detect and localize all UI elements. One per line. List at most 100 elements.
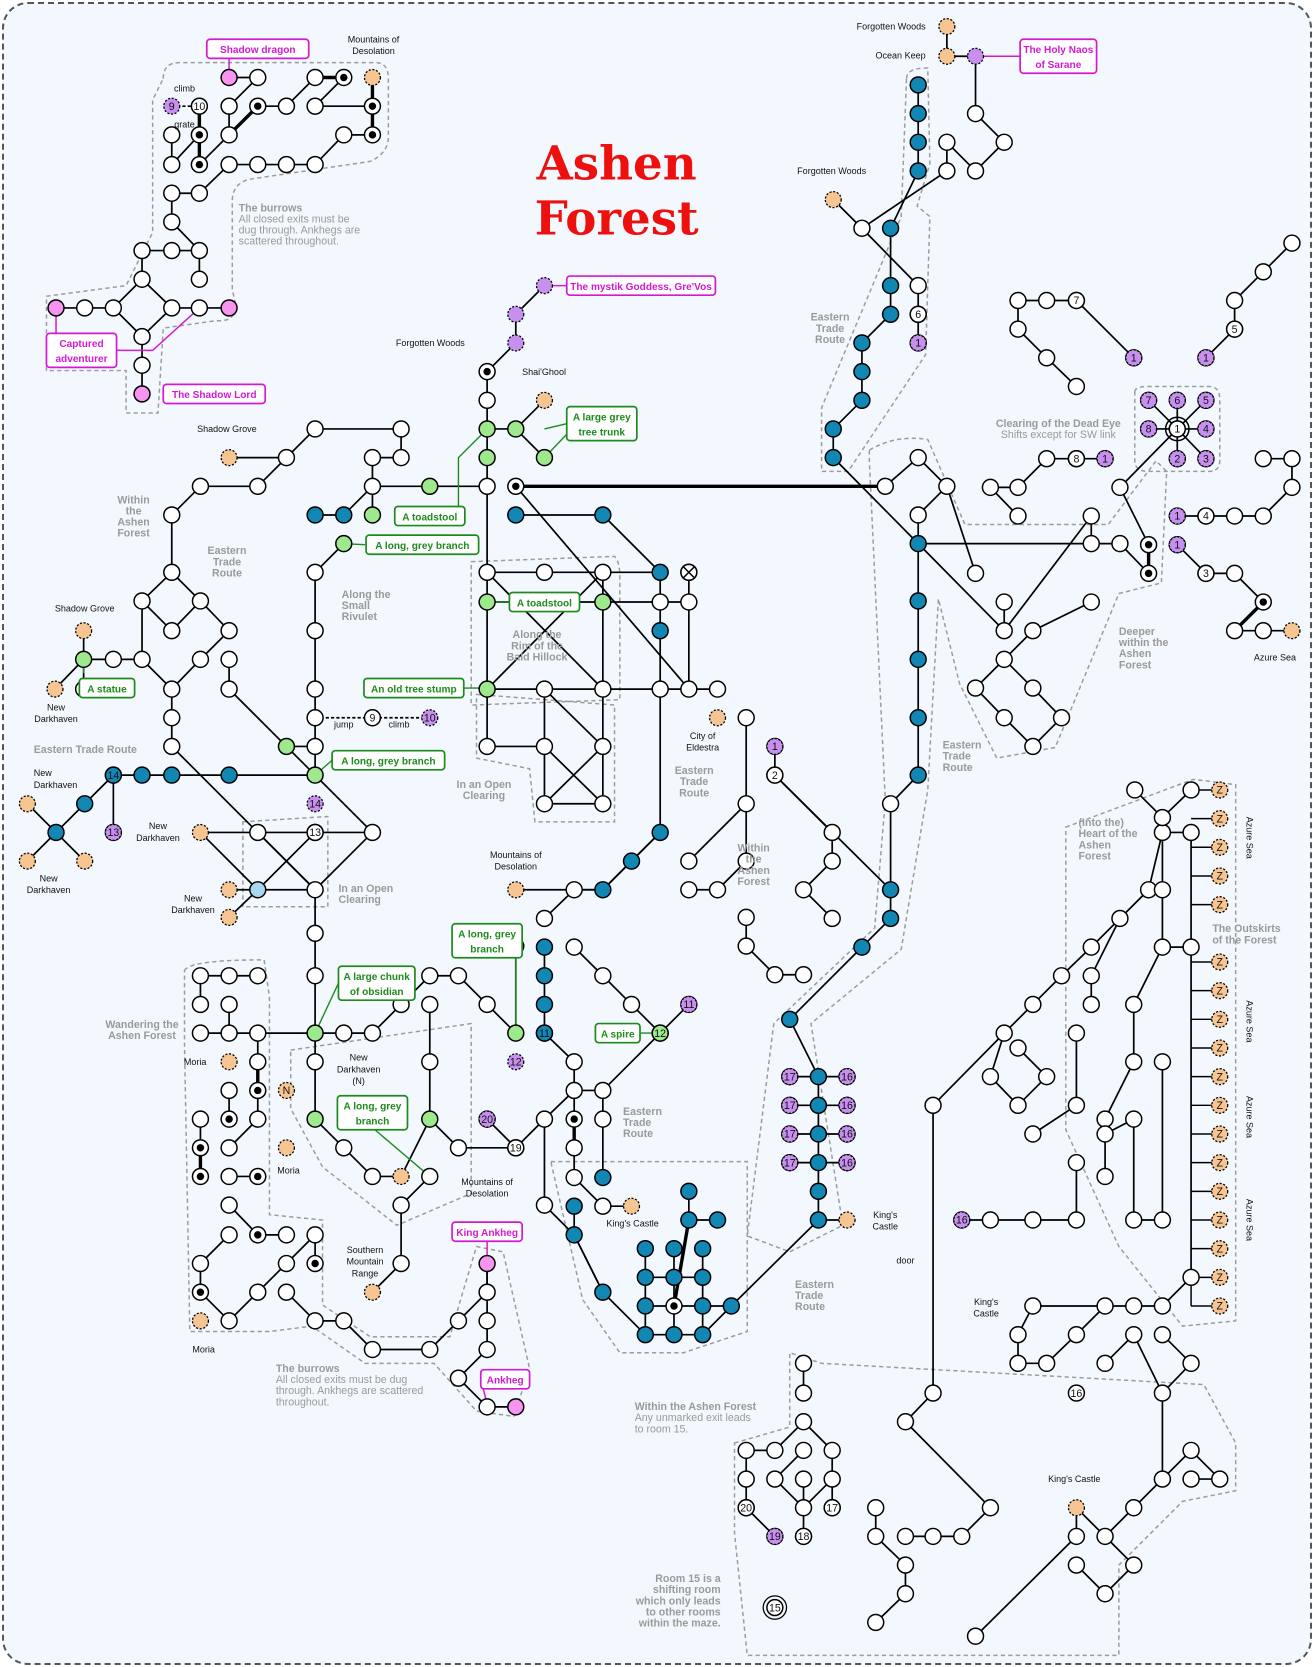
room-node[interactable] <box>133 327 151 346</box>
room-node[interactable] <box>1067 1384 1086 1402</box>
road-room-node[interactable] <box>853 938 871 956</box>
link-room-node[interactable] <box>781 1125 799 1143</box>
room-node[interactable] <box>163 563 181 582</box>
room-node[interactable] <box>938 477 956 496</box>
room-node[interactable] <box>421 967 439 985</box>
area-exit-node[interactable] <box>938 17 956 36</box>
room-node[interactable] <box>1067 1153 1086 1172</box>
road-room-node[interactable] <box>881 305 900 323</box>
area-exit-node[interactable] <box>220 908 238 926</box>
room-node[interactable] <box>924 1096 942 1115</box>
room-node[interactable] <box>1125 1053 1143 1071</box>
road-room-node[interactable] <box>909 592 927 610</box>
road-room-node[interactable] <box>507 506 525 524</box>
room-node[interactable] <box>1037 1067 1056 1086</box>
room-node[interactable] <box>876 477 894 496</box>
road-room-node[interactable] <box>651 621 669 640</box>
room-node[interactable] <box>1125 1499 1143 1517</box>
room-node[interactable] <box>1096 1110 1114 1128</box>
room-node[interactable] <box>1111 534 1129 553</box>
room-node[interactable] <box>565 938 583 956</box>
area-exit-node[interactable] <box>75 622 93 640</box>
room-node[interactable] <box>737 908 755 927</box>
room-node[interactable] <box>306 1312 324 1330</box>
room-node[interactable] <box>277 1254 296 1273</box>
area-exit-node[interactable] <box>277 1139 296 1157</box>
room-node[interactable] <box>794 1527 813 1546</box>
room-node[interactable] <box>1153 1325 1172 1344</box>
room-node[interactable] <box>277 97 296 115</box>
room-node[interactable] <box>594 1197 612 1215</box>
area-exit-node[interactable] <box>76 852 94 870</box>
link-room-node[interactable] <box>781 1096 799 1114</box>
room-node[interactable] <box>535 795 554 813</box>
room-node[interactable] <box>220 1167 238 1186</box>
road-room-node[interactable] <box>636 1325 655 1344</box>
room-node[interactable] <box>1182 1441 1200 1460</box>
item-room-node[interactable] <box>594 593 612 611</box>
room-node[interactable] <box>1153 808 1172 827</box>
room-node[interactable] <box>737 1441 755 1460</box>
room-node[interactable] <box>1009 1039 1027 1057</box>
room-node[interactable] <box>220 1196 238 1214</box>
road-room-node[interactable] <box>824 448 842 467</box>
room-node[interactable] <box>421 995 439 1014</box>
room-node[interactable] <box>1126 781 1144 799</box>
room-node[interactable] <box>220 126 238 144</box>
room-node[interactable] <box>163 709 181 727</box>
link-room-node[interactable] <box>781 1154 799 1172</box>
area-exit-node[interactable] <box>220 1053 238 1071</box>
room-node[interactable] <box>981 478 1000 497</box>
room-node[interactable] <box>1096 1297 1114 1315</box>
road-room-node[interactable] <box>651 823 669 842</box>
room-node[interactable] <box>1037 1354 1056 1373</box>
area-exit-node[interactable] <box>220 881 238 899</box>
road-room-node[interactable] <box>809 1153 828 1172</box>
link-room-node[interactable] <box>507 305 525 323</box>
link-room-node[interactable] <box>163 97 181 115</box>
room-node[interactable] <box>306 967 324 985</box>
room-node[interactable] <box>909 506 927 524</box>
room-node[interactable] <box>1082 593 1100 611</box>
road-room-node[interactable] <box>133 766 151 784</box>
road-room-node[interactable] <box>47 823 65 842</box>
area-exit-node[interactable] <box>1211 1297 1229 1315</box>
area-exit-node[interactable] <box>824 191 842 209</box>
room-node[interactable] <box>1037 349 1056 367</box>
item-room-node[interactable] <box>306 766 324 784</box>
room-node[interactable] <box>594 795 612 813</box>
link-room-node[interactable] <box>535 277 554 295</box>
room-node[interactable] <box>909 276 927 295</box>
area-exit-node[interactable] <box>191 1312 210 1330</box>
road-room-node[interactable] <box>651 563 669 582</box>
room-node[interactable] <box>220 967 238 985</box>
road-room-node[interactable] <box>104 766 123 784</box>
room-node[interactable] <box>363 1024 382 1042</box>
room-node[interactable] <box>306 1053 324 1071</box>
link-room-node[interactable] <box>1168 507 1186 525</box>
room-node[interactable] <box>853 219 871 237</box>
room-node[interactable] <box>306 68 324 87</box>
room-node[interactable] <box>565 1139 583 1157</box>
room-node[interactable] <box>191 1254 210 1273</box>
room-node[interactable] <box>104 650 123 669</box>
link-room-node[interactable] <box>781 1068 799 1086</box>
road-room-node[interactable] <box>824 420 842 438</box>
room-node[interactable] <box>163 506 181 524</box>
room-node[interactable] <box>190 97 209 115</box>
room-node[interactable] <box>535 737 554 756</box>
area-exit-node[interactable] <box>535 391 554 409</box>
road-room-node[interactable] <box>909 76 927 94</box>
room-node[interactable] <box>594 737 612 756</box>
room-node[interactable] <box>924 1527 942 1546</box>
room-node[interactable] <box>133 592 151 610</box>
room-node[interactable] <box>565 1053 583 1071</box>
room-node[interactable] <box>392 420 410 438</box>
room-node[interactable] <box>766 966 784 984</box>
item-room-node[interactable] <box>478 593 496 611</box>
room-node[interactable] <box>249 1110 267 1128</box>
room-node[interactable] <box>594 563 612 582</box>
room-node[interactable] <box>1225 507 1244 525</box>
room-node[interactable] <box>651 593 669 611</box>
road-room-node[interactable] <box>853 362 871 381</box>
